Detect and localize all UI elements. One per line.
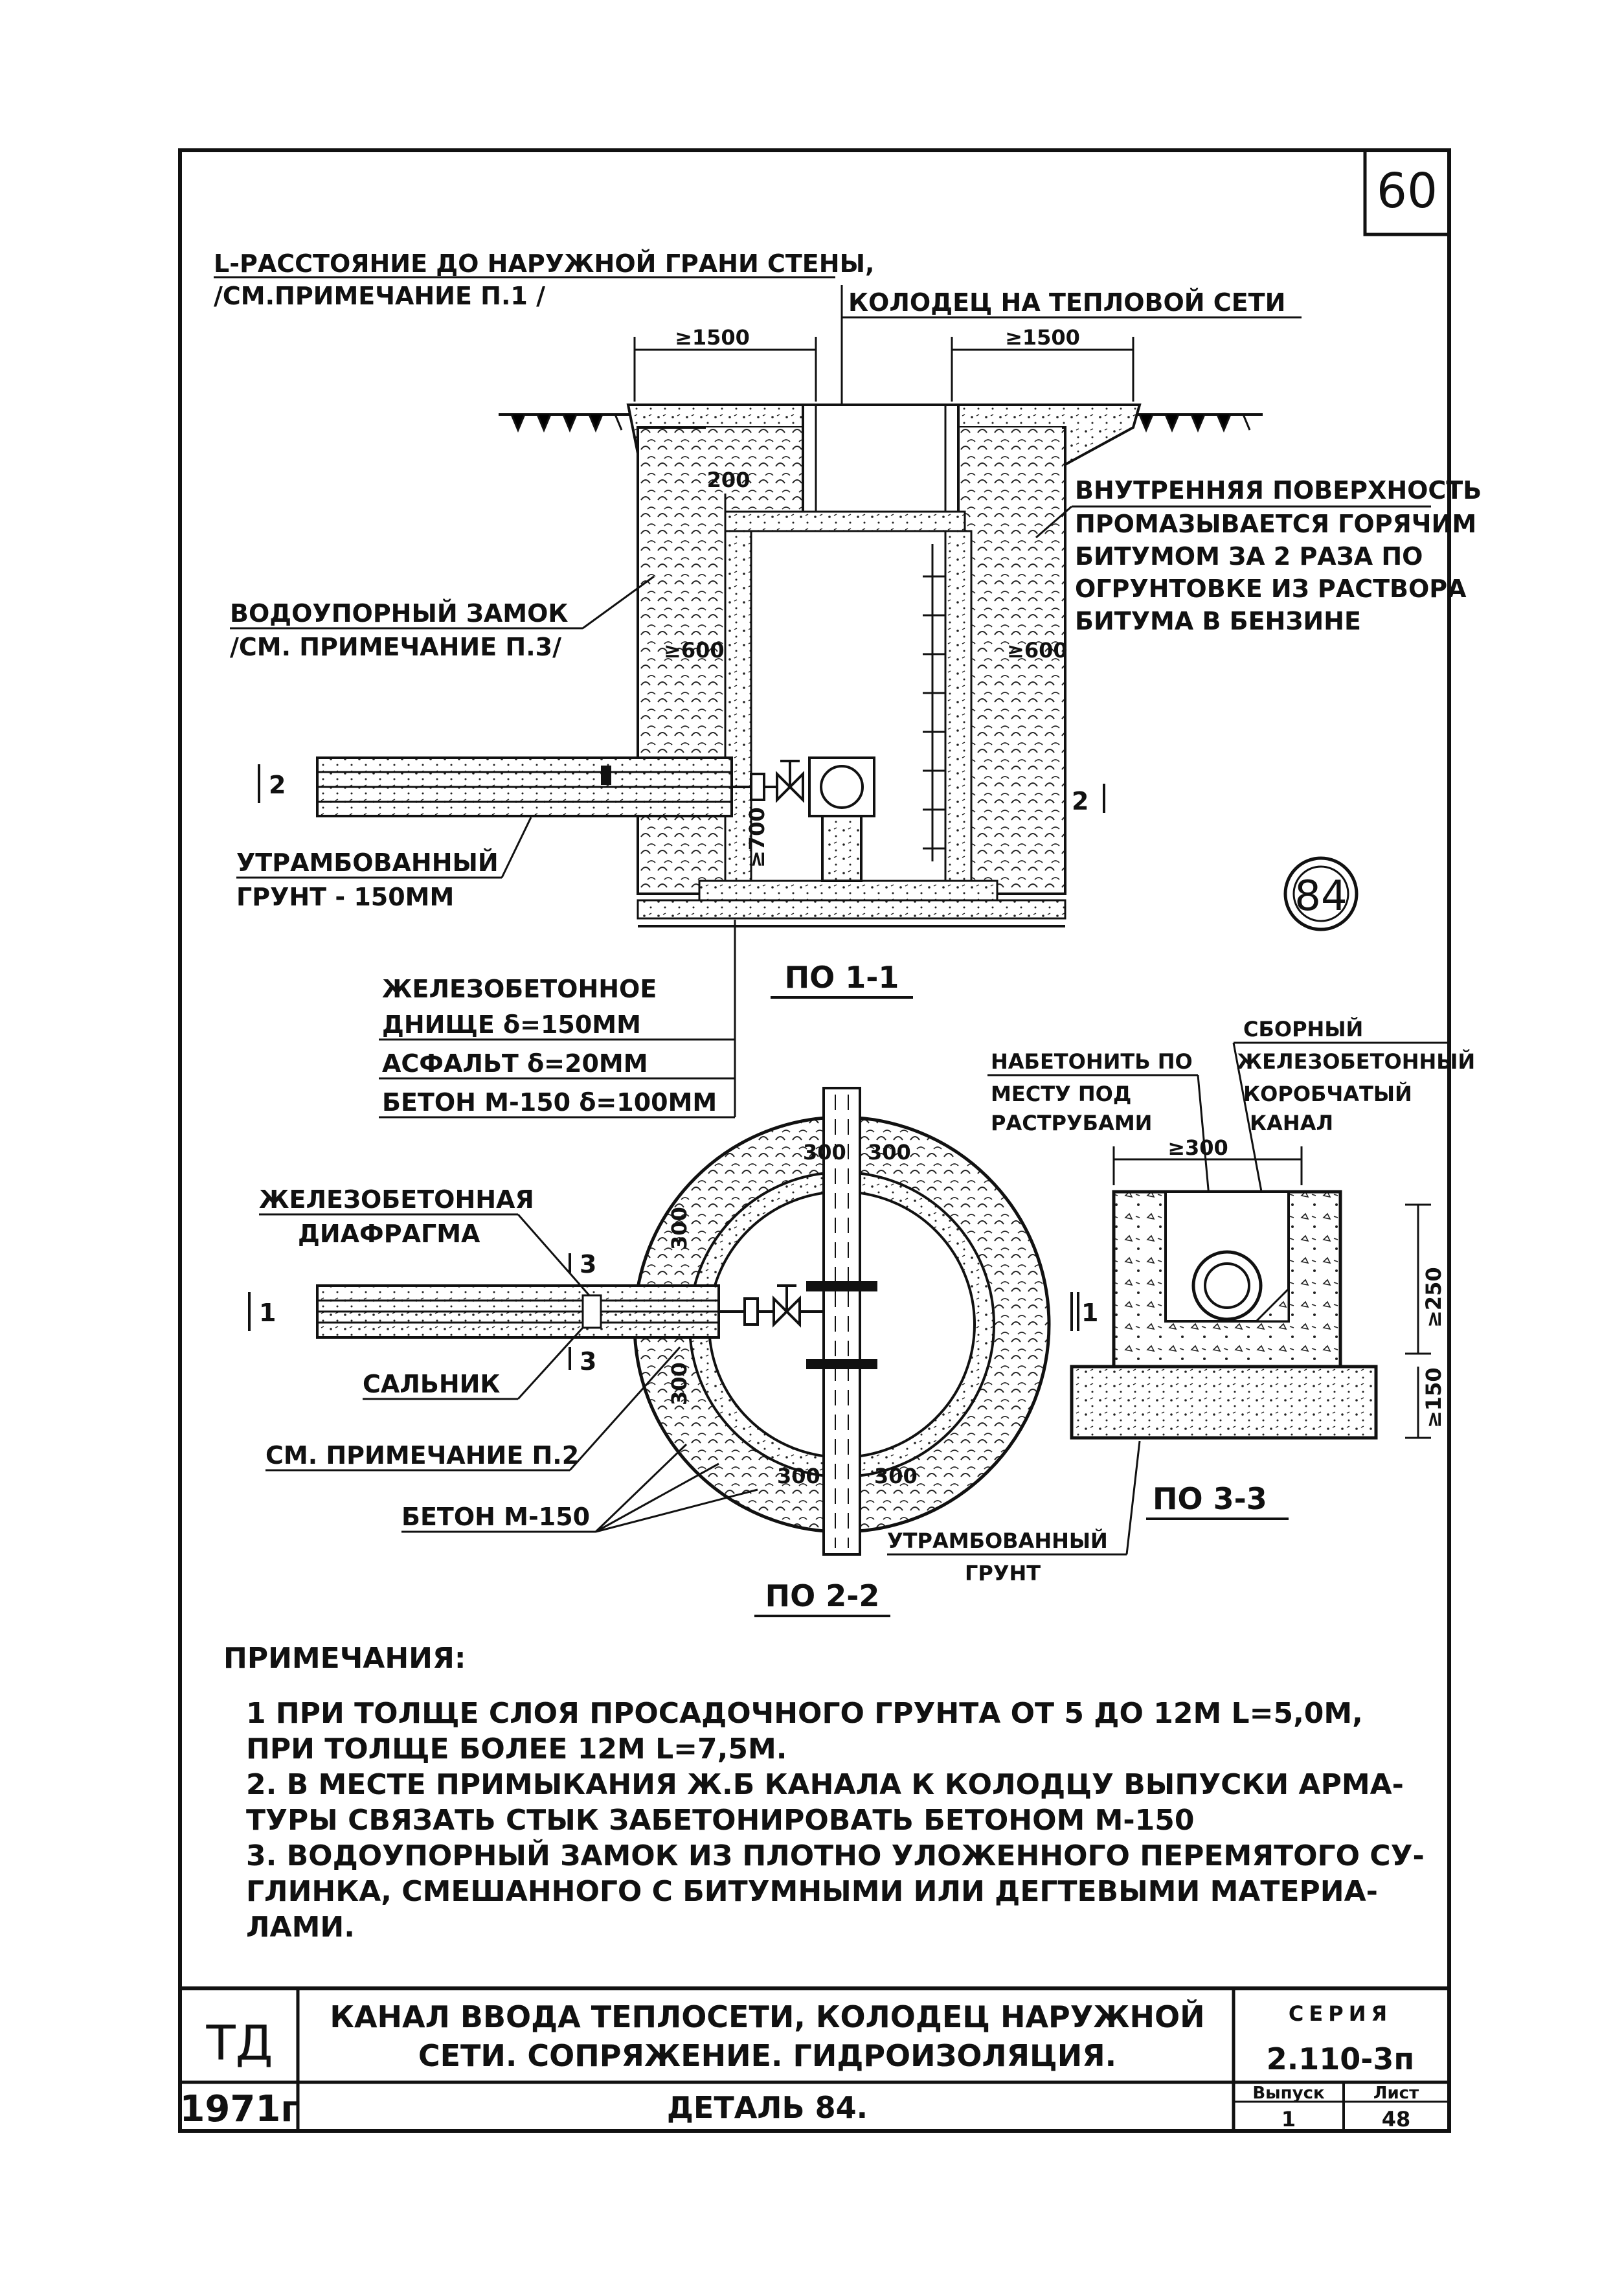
dim-200: 200 — [707, 468, 750, 492]
svg-text:ВОДОУПОРНЫЙ ЗАМОК: ВОДОУПОРНЫЙ ЗАМОК — [230, 599, 568, 628]
dim-600-right: ≥600 — [1007, 638, 1068, 663]
sheet-frame: 60 — [178, 148, 1451, 2133]
see-note-2: СМ. ПРИМЕЧАНИЕ П.2 — [265, 1441, 579, 1470]
diaphragm-label-1: ЖЕЛЕЗОБЕТОННАЯ — [259, 1185, 534, 1214]
dim-300-f: 300 — [874, 1464, 918, 1488]
concrete-in-place-2: МЕСТУ ПОД — [991, 1082, 1131, 1106]
note-line-1: 1 ПРИ ТОЛЩЕ СЛОЯ ПРОСАДОЧНОГО ГРУНТА ОТ … — [246, 1697, 1363, 1730]
svg-text:АСФАЛЬТ δ=20ММ: АСФАЛЬТ δ=20ММ — [382, 1049, 648, 1078]
note-line-4: ТУРЫ СВЯЗАТЬ СТЫК ЗАБЕТОНИРОВАТЬ БЕТОНОМ… — [246, 1804, 1194, 1837]
series-value: 2.110-3п — [1267, 2041, 1414, 2076]
cut-2-left: 2 — [269, 771, 286, 799]
cut-3-bottom: 3 — [580, 1347, 596, 1376]
svg-text:ЖЕЛЕЗОБЕТОННОЕ: ЖЕЛЕЗОБЕТОННОЕ — [382, 975, 657, 1003]
svg-text:БИТУМА В БЕНЗИНЕ: БИТУМА В БЕНЗИНЕ — [1075, 607, 1361, 635]
cut-1-left: 1 — [259, 1299, 276, 1327]
dim-300-b: 300 — [868, 1140, 911, 1165]
channel-label-1: СБОРНЫЙ — [1243, 1017, 1363, 1041]
dim-300-a: 300 — [803, 1140, 846, 1165]
ladder — [923, 544, 945, 861]
svg-text:ОГРУНТОВКЕ ИЗ РАСТВОРА: ОГРУНТОВКЕ ИЗ РАСТВОРА — [1075, 574, 1467, 603]
dim-300-channel: ≥300 — [1167, 1135, 1228, 1160]
cut-1-right: 1 — [1081, 1299, 1098, 1327]
compacted-soil-3-3-2: ГРУНТ — [965, 1561, 1041, 1586]
dim-600-left: ≥600 — [664, 638, 725, 663]
note-line-2: ПРИ ТОЛЩЕ БОЛЕЕ 12М L=7,5М. — [246, 1733, 787, 1766]
sheet-label: Лист — [1373, 2084, 1419, 2103]
dim-300-d: 300 — [667, 1362, 692, 1405]
detail-number: 84 — [1294, 872, 1347, 920]
well-title: КОЛОДЕЦ НА ТЕПЛОВОЙ СЕТИ — [848, 288, 1285, 317]
bottom-layers-callout: ЖЕЛЕЗОБЕТОННОЕ ДНИЩЕ δ=150ММ АСФАЛЬТ δ=2… — [379, 920, 736, 1119]
l-distance-label: L-РАССТОЯНИЕ ДО НАРУЖНОЙ ГРАНИ СТЕНЫ, — [214, 249, 874, 278]
compacted-soil-callout: УТРАМБОВАННЫЙ ГРУНТ - 150ММ — [236, 817, 532, 911]
dim-300-c: 300 — [667, 1207, 692, 1250]
title-line-1: КАНАЛ ВВОДА ТЕПЛОСЕТИ, КОЛОДЕЦ НАРУЖНОЙ — [330, 1999, 1204, 2034]
water-lock-callout: ВОДОУПОРНЫЙ ЗАМОК /СМ. ПРИМЕЧАНИЕ П.3/ — [230, 575, 655, 661]
svg-text:ВНУТРЕННЯЯ ПОВЕРХНОСТЬ: ВНУТРЕННЯЯ ПОВЕРХНОСТЬ — [1075, 476, 1482, 505]
note-line-5: 3. ВОДОУПОРНЫЙ ЗАМОК ИЗ ПЛОТНО УЛОЖЕННОГ… — [246, 1838, 1425, 1872]
title-block: ТД 1971г КАНАЛ ВВОДА ТЕПЛОСЕТИ, КОЛОДЕЦ … — [179, 1986, 1449, 2132]
section-3-3: НАБЕТОНИТЬ ПО МЕСТУ ПОД РАСТРУБАМИ СБОРН… — [887, 1017, 1475, 1586]
dim-1500-right: ≥1500 — [1005, 325, 1080, 350]
note-line-3: 2. В МЕСТЕ ПРИМЫКАНИЯ Ж.Б КАНАЛА К КОЛОД… — [246, 1768, 1404, 1801]
issue-value: 1 — [1281, 2107, 1296, 2132]
compacted-soil-3-3-1: УТРАМБОВАННЫЙ — [887, 1529, 1108, 1553]
channel-label-4: КАНАЛ — [1250, 1111, 1333, 1135]
channel-label-2: ЖЕЛЕЗОБЕТОННЫЙ — [1237, 1049, 1475, 1074]
svg-text:УТРАМБОВАННЫЙ: УТРАМБОВАННЫЙ — [236, 848, 499, 877]
dim-1500-left: ≥1500 — [675, 325, 750, 350]
dim-300-e: 300 — [777, 1464, 820, 1488]
series-label: СЕРИЯ — [1289, 2001, 1392, 2026]
ground-hatch — [510, 414, 1251, 433]
section-2-2: 300 300 300 300 300 300 1 1 3 3 ЖЕЛЕЗОБЕ… — [248, 1087, 1098, 1617]
l-distance-note: /СМ.ПРИМЕЧАНИЕ П.1 / — [214, 282, 545, 310]
caption-1-1: ПО 1-1 — [785, 960, 899, 995]
year-label: 1971г — [179, 2088, 299, 2130]
svg-text:БЕТОН М-150 δ=100ММ: БЕТОН М-150 δ=100ММ — [382, 1088, 717, 1117]
diaphragm-label-2: ДИАФРАГМА — [298, 1220, 480, 1248]
title-line-2: СЕТИ. СОПРЯЖЕНИЕ. ГИДРОИЗОЛЯЦИЯ. — [418, 2038, 1116, 2073]
detail-label: ДЕТАЛЬ 84. — [667, 2090, 868, 2125]
cut-3-top: 3 — [580, 1250, 596, 1279]
section-1-1: L-РАССТОЯНИЕ ДО НАРУЖНОЙ ГРАНИ СТЕНЫ, /С… — [214, 249, 1482, 1119]
caption-3-3: ПО 3-3 — [1153, 1481, 1267, 1516]
svg-text:/СМ. ПРИМЕЧАНИЕ П.3/: /СМ. ПРИМЕЧАНИЕ П.3/ — [230, 633, 561, 661]
notes-block: ПРИМЕЧАНИЯ: 1 ПРИ ТОЛЩЕ СЛОЯ ПРОСАДОЧНОГ… — [223, 1642, 1425, 1944]
concrete-in-place-3: РАСТРУБАМИ — [991, 1111, 1152, 1135]
page-number: 60 — [1377, 163, 1438, 219]
dim-700: ≥700 — [745, 807, 769, 868]
org-label: ТД — [205, 2016, 273, 2071]
inner-surface-callout: ВНУТРЕННЯЯ ПОВЕРХНОСТЬ ПРОМАЗЫВАЕТСЯ ГОР… — [1035, 476, 1482, 635]
issue-label: Выпуск — [1252, 2084, 1325, 2103]
cut-2-right: 2 — [1072, 787, 1088, 815]
svg-text:БИТУМОМ ЗА 2 РАЗА ПО: БИТУМОМ ЗА 2 РАЗА ПО — [1075, 542, 1423, 571]
svg-text:ДНИЩЕ δ=150ММ: ДНИЩЕ δ=150ММ — [382, 1010, 641, 1039]
dim-250: ≥250 — [1421, 1267, 1446, 1328]
gland-label: САЛЬНИК — [363, 1370, 501, 1398]
svg-text:ПРОМАЗЫВАЕТСЯ ГОРЯЧИМ: ПРОМАЗЫВАЕТСЯ ГОРЯЧИМ — [1075, 510, 1476, 538]
caption-2-2: ПО 2-2 — [765, 1578, 880, 1613]
concrete-label: БЕТОН М-150 — [401, 1503, 590, 1531]
svg-text:ГРУНТ - 150ММ: ГРУНТ - 150ММ — [236, 883, 454, 911]
channel-label-3: КОРОБЧАТЫЙ — [1243, 1082, 1412, 1106]
valve-pump — [732, 756, 875, 882]
note-line-7: ЛАМИ. — [246, 1911, 355, 1944]
concrete-in-place-1: НАБЕТОНИТЬ ПО — [991, 1049, 1193, 1074]
notes-heading: ПРИМЕЧАНИЯ: — [223, 1642, 466, 1675]
dim-150: ≥150 — [1421, 1367, 1446, 1428]
sheet-value: 48 — [1382, 2107, 1411, 2132]
note-line-6: ГЛИНКА, СМЕШАННОГО С БИТУМНЫМИ ИЛИ ДЕГТЕ… — [246, 1875, 1378, 1908]
